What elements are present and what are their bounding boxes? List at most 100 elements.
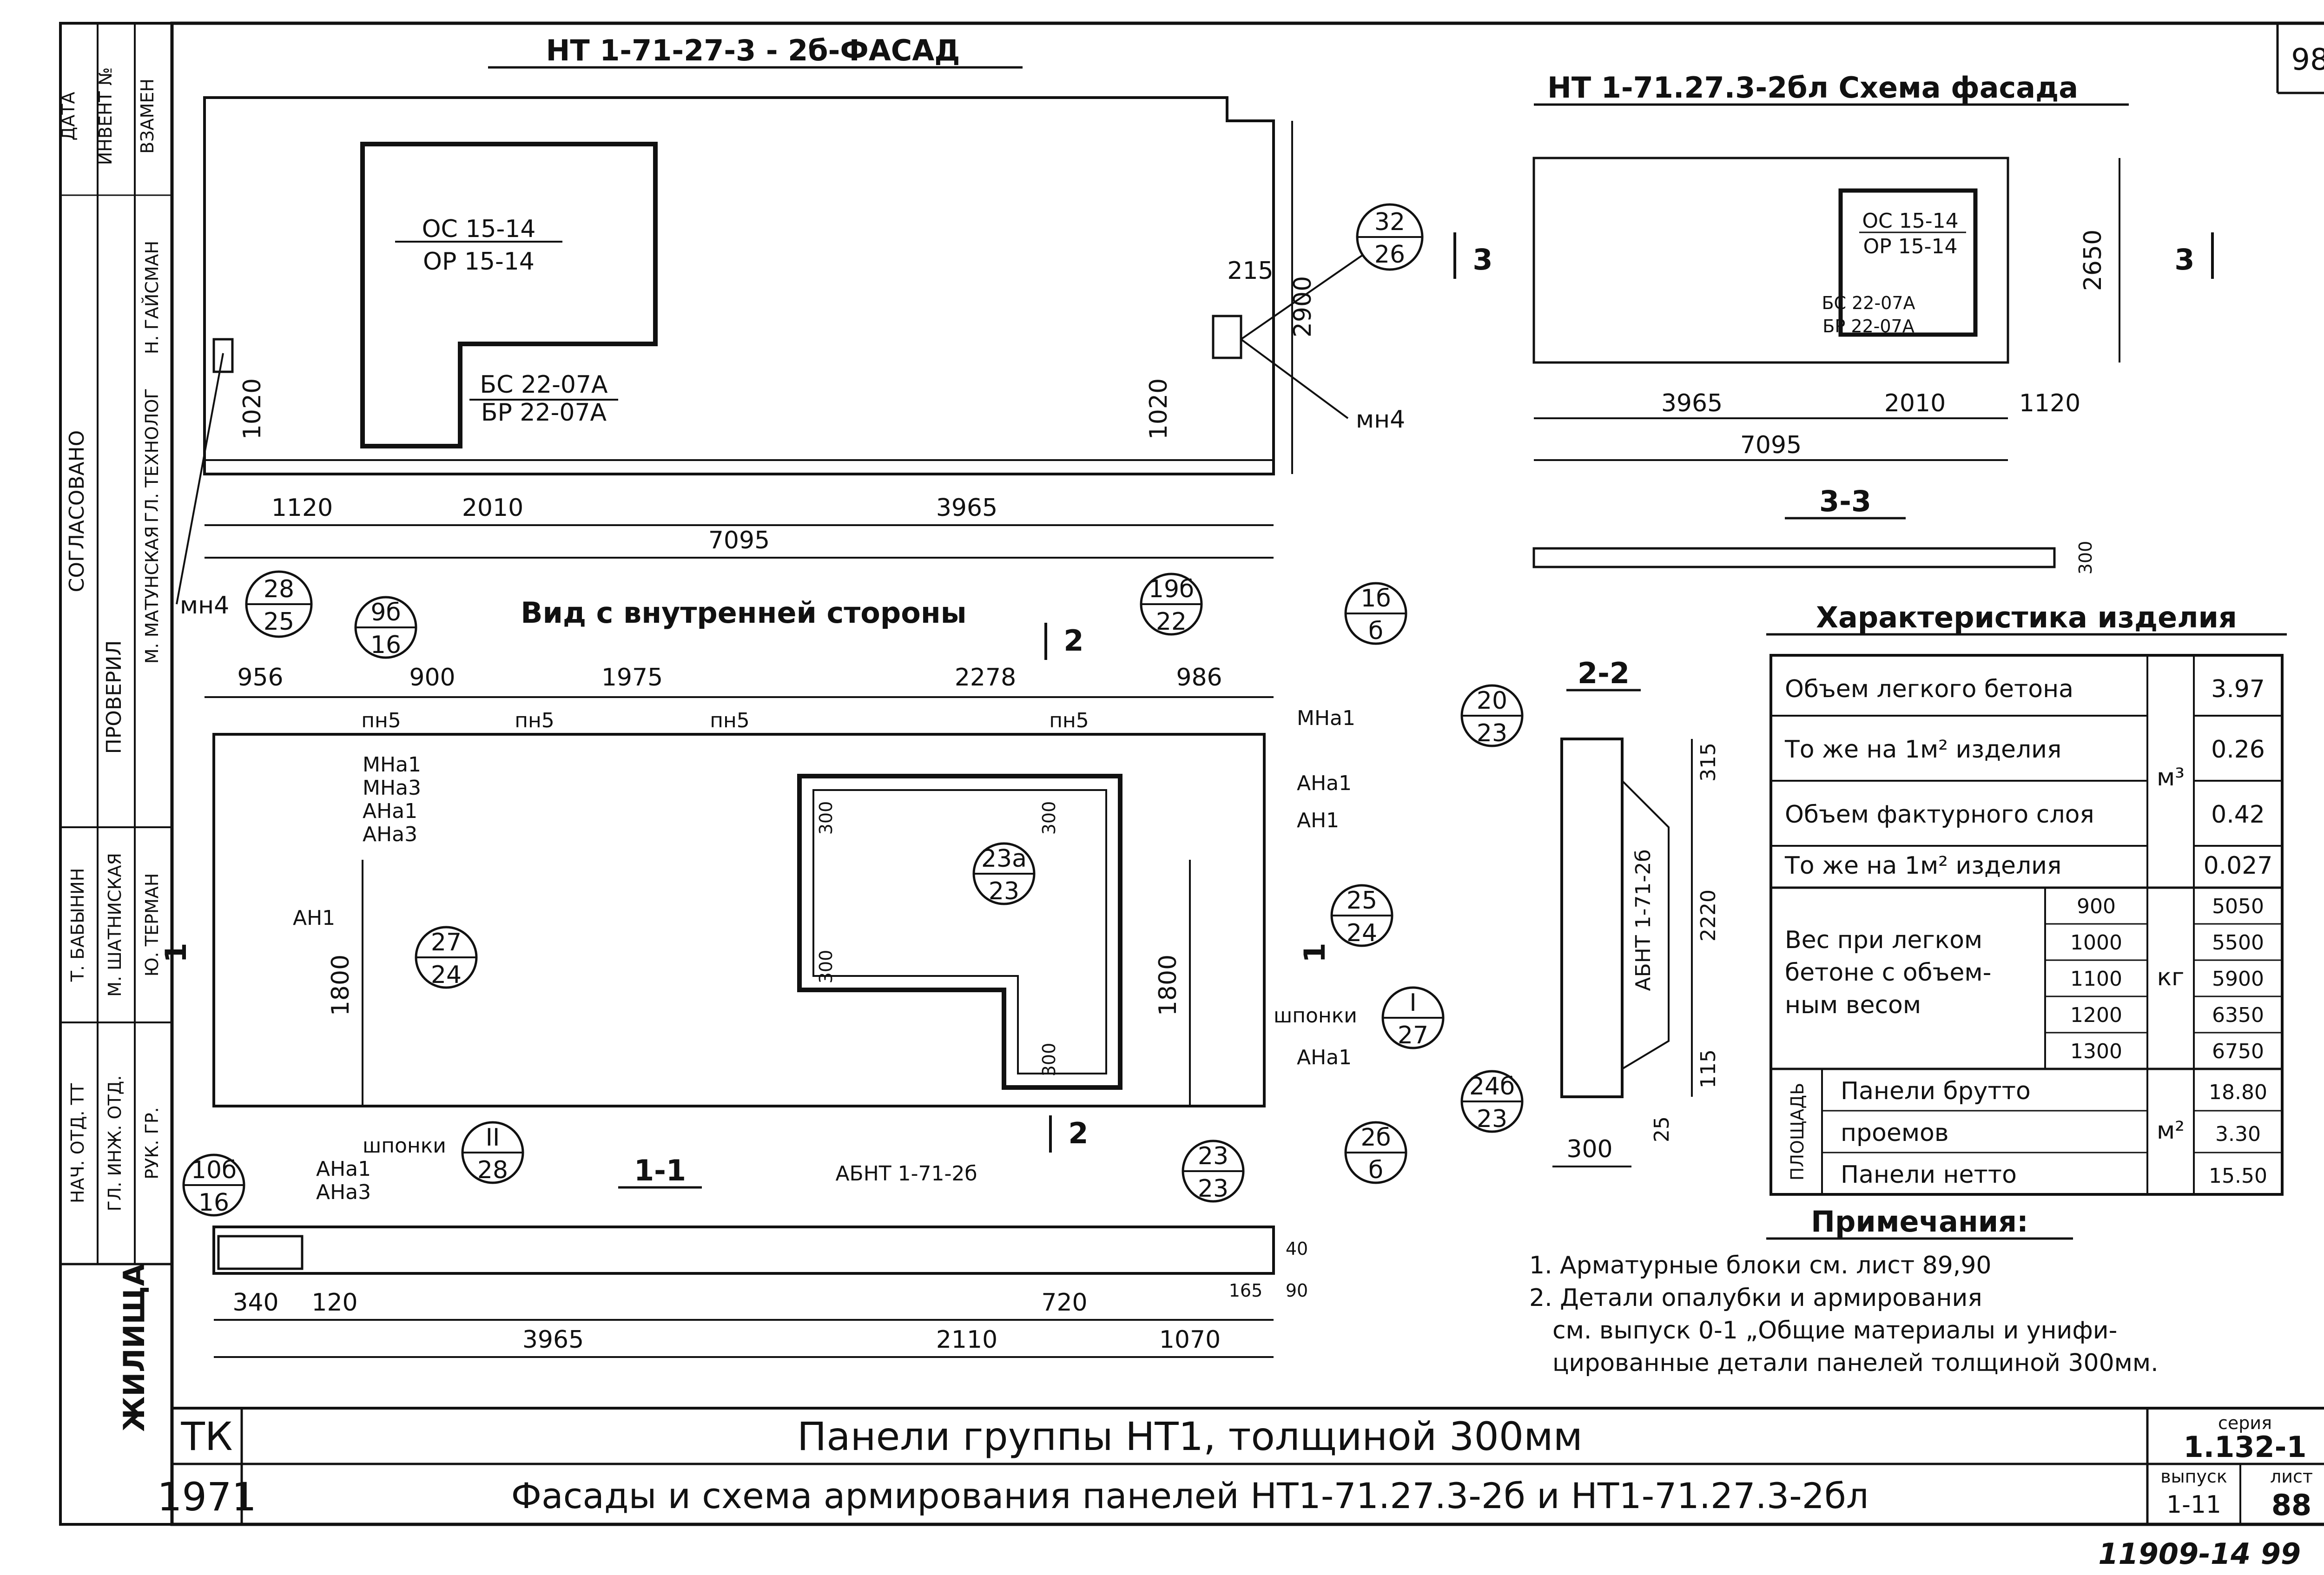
inner-dim-2278: 2278 [955, 664, 1016, 692]
inner-label-mna1: МНа1 [363, 753, 421, 777]
inner-dim-956: 956 [237, 664, 283, 692]
name-5: Т. БАБЫНИН [67, 868, 88, 982]
inner-label-mna1-r: МНа1 [1297, 706, 1355, 730]
char-row-0-value: 3.97 [2211, 675, 2265, 703]
svg-text:19б: 19б [1149, 575, 1194, 603]
section11-shape [212, 1226, 1275, 1275]
section11-dim-1070: 1070 [1159, 1326, 1221, 1354]
notes-title: Примечания: [1811, 1205, 2028, 1239]
inner-dim-1800-l: 1800 [327, 955, 355, 1016]
svg-text:24б: 24б [1469, 1073, 1515, 1101]
pn-2: пн5 [515, 709, 555, 732]
name-1: ГЛ. ТЕХНОЛОГ [142, 388, 162, 522]
callout-1b-b: 1б б [1344, 582, 1407, 645]
svg-text:27: 27 [1398, 1021, 1428, 1049]
svg-text:9б: 9б [370, 599, 401, 626]
tb-series-label: серия [2218, 1413, 2272, 1433]
char-unit-m3: м³ [2157, 764, 2185, 791]
facade-section-mark: 3 [1472, 243, 1492, 277]
inner-dim-300-d: 300 [1039, 1043, 1059, 1077]
facade-view: НТ 1-71-27-3 - 2б-ФАСАД ОС 15-14 ОР 15-1… [176, 33, 1493, 638]
svg-text:23: 23 [1477, 719, 1507, 747]
scheme-window-os: ОС 15-14 [1862, 209, 1958, 233]
note-line-1: 2. Детали опалубки и армирования [1529, 1284, 1982, 1312]
svg-text:22: 22 [1156, 608, 1187, 636]
facade-embed-mn4 [1212, 315, 1242, 359]
char-area-1-label: проемов [1841, 1119, 1949, 1147]
scheme-dim-2650: 2650 [2079, 230, 2107, 291]
callout-28: 28 [264, 575, 294, 603]
facade-door-bs: БС 22-07А [480, 371, 608, 399]
callout-25: 25 [264, 608, 294, 636]
char-area-label: ПЛОЩАДЬ [1787, 1083, 1808, 1180]
scheme-dim-1120: 1120 [2019, 389, 2080, 417]
section11-dim-165: 165 [1229, 1280, 1263, 1301]
scheme-dim-3965: 3965 [1661, 389, 1723, 417]
char-row-2-label: Объем фактурного слоя [1785, 801, 2094, 829]
inner-label-ana3-b: АНа3 [316, 1180, 371, 1204]
name-0: Н. ГАЙСМАН [142, 241, 162, 354]
char-weight-label-2: ным весом [1785, 991, 1921, 1019]
checked-label: ПРОВЕРИЛ [102, 640, 126, 754]
inner-label-ana3: АНа3 [363, 823, 417, 846]
facade-title: НТ 1-71-27-3 - 2б-ФАСАД [546, 33, 960, 67]
char-weight-0: 5050 [2212, 895, 2264, 918]
svg-text:23: 23 [1477, 1105, 1507, 1133]
char-area-0-label: Панели брутто [1841, 1077, 2031, 1105]
scheme-dim-7095: 7095 [1740, 431, 1802, 459]
callout-20-23: 20 23 [1460, 684, 1524, 747]
facade-opening [360, 142, 658, 448]
col-inv: ИНВЕНТ № [95, 67, 116, 165]
name-3: Ю. ТЕРМАН [142, 873, 162, 977]
svg-text:II: II [486, 1124, 500, 1152]
inner-dim-900: 900 [409, 664, 455, 692]
callout-10b-16: 10б 16 [182, 1153, 245, 1217]
svg-text:28: 28 [477, 1156, 508, 1184]
svg-text:27: 27 [431, 929, 462, 956]
role-1: ГЛ. ИНЖ. ОТД. [105, 1075, 125, 1212]
char-row-0-label: Объем легкого бетона [1785, 675, 2073, 703]
tb-sheet: 88 [2271, 1488, 2311, 1522]
svg-text:23: 23 [1198, 1142, 1228, 1170]
svg-text:10б: 10б [191, 1156, 237, 1184]
section22-dim-2220: 2220 [1697, 890, 1720, 942]
svg-text:I: I [1409, 989, 1416, 1017]
svg-text:23а: 23а [981, 845, 1027, 873]
facade-outline [203, 96, 1275, 475]
section11-dim-90: 90 [1286, 1280, 1308, 1301]
scheme-outline [1532, 157, 2009, 364]
title-block: ТК 1971 Панели группы НТ1, толщиной 300м… [157, 1407, 2324, 1571]
char-weight-label-0: Вес при легком [1785, 926, 1982, 954]
scheme-door-br: БР 22-07А [1822, 316, 1914, 336]
char-weight-4: 6750 [2212, 1040, 2264, 1063]
tb-issue: 1-11 [2166, 1491, 2221, 1519]
section-mark-1-right: 1 [1298, 942, 1332, 962]
section-22: 2-2 АБНТ 1-71-2б 315 2220 115 25 300 20 … [1460, 656, 1720, 1167]
section11-abnt: АБНТ 1-71-2б [835, 1162, 977, 1186]
inner-label-ana1-r2: АНа1 [1297, 1046, 1352, 1069]
svg-text:25: 25 [1347, 887, 1377, 915]
tb-issue-label: выпуск [2160, 1466, 2227, 1487]
section33-title: 3-3 [1819, 484, 1871, 518]
scheme-title: НТ 1-71.27.3-2бл Схема фасада [1547, 71, 2078, 105]
callout-19b-22: 19б 22 [1140, 573, 1203, 636]
facade-dim-2010: 2010 [462, 494, 523, 522]
section-mark-2-bottom: 2 [1068, 1116, 1088, 1150]
inner-label-ana1: АНа1 [363, 799, 417, 823]
pn-1: пн5 [361, 709, 401, 732]
char-row-2-value: 0.42 [2211, 801, 2265, 829]
scheme-window-or: ОР 15-14 [1863, 235, 1957, 258]
char-area-1-value: 3.30 [2215, 1122, 2261, 1146]
facade-dim-1020-left: 1020 [238, 378, 266, 440]
pn-4: пн5 [1049, 709, 1089, 732]
facade-dim-7095: 7095 [708, 527, 770, 554]
tb-sheet-label: лист [2270, 1466, 2313, 1487]
scheme-section-mark: 3 [2174, 243, 2194, 277]
note-line-0: 1. Арматурные блоки см. лист 89,90 [1529, 1252, 1992, 1279]
facade-dim-3965: 3965 [936, 494, 997, 522]
callout-23a-23: 23а 23 [972, 842, 1036, 905]
inner-view: Вид с внутренней стороны 956 900 1975 22… [159, 573, 1445, 1217]
section33-shape [1532, 547, 2056, 568]
callout-2b-b: 2б б [1344, 1121, 1407, 1184]
